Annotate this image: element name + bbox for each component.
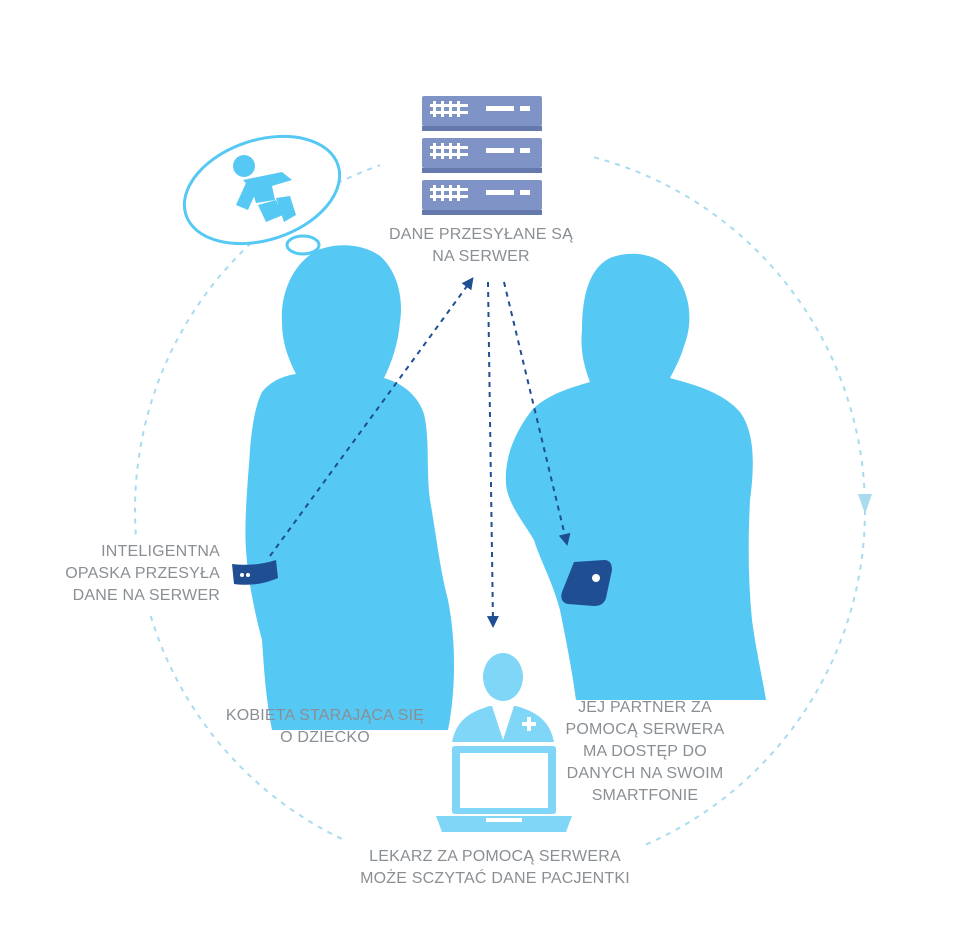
smartphone-icon [561,560,612,606]
cycle-direction-arrow [858,494,872,514]
arrow-band-to-server [269,277,474,557]
label-mask-doctor [345,838,645,894]
doctor-icon [452,653,554,742]
arrow-server-to-doctor [486,281,499,628]
label-partner-line-1: JEJ PARTNER ZA [578,699,712,716]
label-doctor-line-2: MOŻE SCZYTAĆ DANE PACJENTKI [360,870,630,887]
label-woman-line-1: KOBIETA STARAJĄCA SIĘ [225,707,425,724]
label-smart-band: INTELIGENTNA OPASKA PRZESYŁA DANE NA SER… [40,541,220,607]
woman-silhouette [245,245,454,730]
label-server-line-1: DANE PRZESYŁANE SĄ [388,226,574,243]
arrow-server-to-phone [503,281,571,546]
server-icon [422,96,542,215]
label-partner-line-4: DANYCH NA SWOIM [566,765,724,782]
label-doctor: LEKARZ ZA POMOCĄ SERWERA MOŻE SCZYTAĆ DA… [345,846,645,890]
baby-thought-bubble-icon [182,134,342,256]
man-silhouette [505,253,766,701]
label-partner-line-3: MA DOSTĘP DO [583,743,707,760]
label-band-line-3: DANE NA SERWER [72,587,220,604]
smart-band-icon [232,560,278,585]
laptop-icon [436,746,572,832]
label-band-line-2: OPASKA PRZESYŁA [65,565,220,582]
label-woman-line-2: O DZIECKO [280,729,370,746]
label-server-line-2: NA SERWER [432,248,530,265]
label-doctor-line-1: LEKARZ ZA POMOCĄ SERWERA [369,848,621,865]
label-woman: KOBIETA STARAJĄCA SIĘ O DZIECKO [215,705,435,749]
label-partner-line-5: SMARTFONIE [591,787,699,804]
label-mask-band [70,535,230,615]
label-band-line-1: INTELIGENTNA [101,543,220,560]
label-partner: JEJ PARTNER ZA POMOCĄ SERWERA MA DOSTĘP … [555,697,735,807]
label-server-upload: DANE PRZESYŁANE SĄ NA SERWER [381,224,581,268]
label-partner-line-2: POMOCĄ SERWERA [565,721,725,738]
